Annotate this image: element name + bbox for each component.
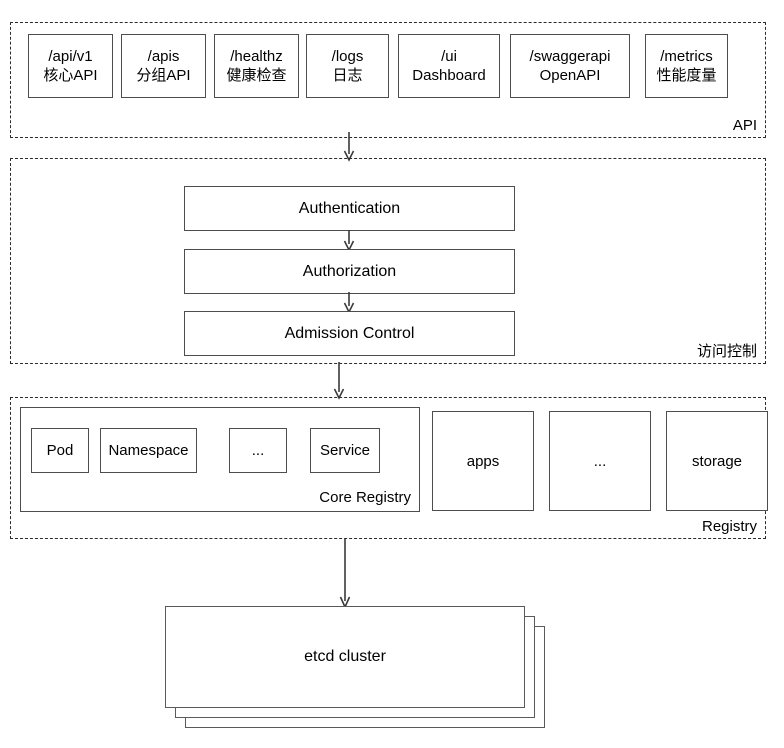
api-group-registry-label: storage <box>691 452 743 470</box>
stage-authorization[interactable]: Authorization <box>184 249 515 294</box>
api-endpoint-metrics[interactable]: /metrics 性能度量 <box>645 34 728 98</box>
api-group-registry-label: apps <box>466 452 500 470</box>
etcd-cluster-box[interactable]: etcd cluster <box>165 606 525 708</box>
api-endpoint-path: /apis <box>147 48 180 65</box>
stage-label: Admission Control <box>284 325 415 342</box>
resource-kind-ellipsis[interactable]: ... <box>229 428 287 473</box>
access-control-group-label: 访问控制 <box>696 343 757 360</box>
resource-kind-label: Pod <box>46 442 74 459</box>
api-endpoint-path: /swaggerapi <box>529 48 611 65</box>
api-endpoint-path: /healthz <box>230 48 283 65</box>
api-group: API <box>10 22 766 138</box>
api-group-registry-label: ... <box>593 452 607 470</box>
stage-label: Authorization <box>302 263 397 280</box>
resource-kind-label: Service <box>319 442 371 459</box>
stage-label: Authentication <box>298 200 401 217</box>
api-endpoint-path: /api/v1 <box>48 48 93 65</box>
registry-group-label: Registry <box>701 518 757 535</box>
api-endpoint-desc: OpenAPI <box>539 67 601 84</box>
api-group-registry-apps[interactable]: apps <box>432 411 534 511</box>
api-endpoint-path: /metrics <box>660 48 713 65</box>
core-registry-label: Core Registry <box>319 489 411 506</box>
api-endpoint-healthz[interactable]: /healthz 健康检查 <box>214 34 299 98</box>
api-endpoint-desc: 日志 <box>332 67 363 84</box>
access-control-group: 访问控制 <box>10 158 766 364</box>
resource-kind-label: ... <box>251 442 265 459</box>
api-endpoint-ui[interactable]: /ui Dashboard <box>398 34 500 98</box>
api-endpoint-swaggerapi[interactable]: /swaggerapi OpenAPI <box>510 34 630 98</box>
api-endpoint-desc: 分组API <box>136 67 191 84</box>
arrow-access-control-to-registry <box>330 362 350 400</box>
stage-admission-control[interactable]: Admission Control <box>184 311 515 356</box>
resource-kind-label: Namespace <box>108 442 189 459</box>
resource-kind-service[interactable]: Service <box>310 428 380 473</box>
api-group-label: API <box>732 117 757 134</box>
api-endpoint-api-v1[interactable]: /api/v1 核心API <box>28 34 113 98</box>
api-endpoint-path: /ui <box>441 48 457 65</box>
arrow-api-to-access-control <box>340 132 360 162</box>
arrow-authorization-to-admission-control <box>340 292 360 314</box>
api-endpoint-logs[interactable]: /logs 日志 <box>306 34 389 98</box>
stage-authentication[interactable]: Authentication <box>184 186 515 231</box>
api-endpoint-desc: 性能度量 <box>656 67 717 84</box>
resource-kind-pod[interactable]: Pod <box>31 428 89 473</box>
api-endpoint-path: /logs <box>331 48 364 65</box>
etcd-cluster-label: etcd cluster <box>304 648 386 665</box>
arrow-authentication-to-authorization <box>340 230 360 252</box>
api-group-registry-storage[interactable]: storage <box>666 411 768 511</box>
api-endpoint-desc: 核心API <box>43 67 98 84</box>
api-endpoint-apis[interactable]: /apis 分组API <box>121 34 206 98</box>
arrow-registry-to-etcd <box>336 539 356 609</box>
api-endpoint-desc: Dashboard <box>412 67 486 84</box>
resource-kind-namespace[interactable]: Namespace <box>100 428 197 473</box>
api-group-registry-ellipsis[interactable]: ... <box>549 411 651 511</box>
api-endpoint-desc: 健康检查 <box>226 67 287 84</box>
